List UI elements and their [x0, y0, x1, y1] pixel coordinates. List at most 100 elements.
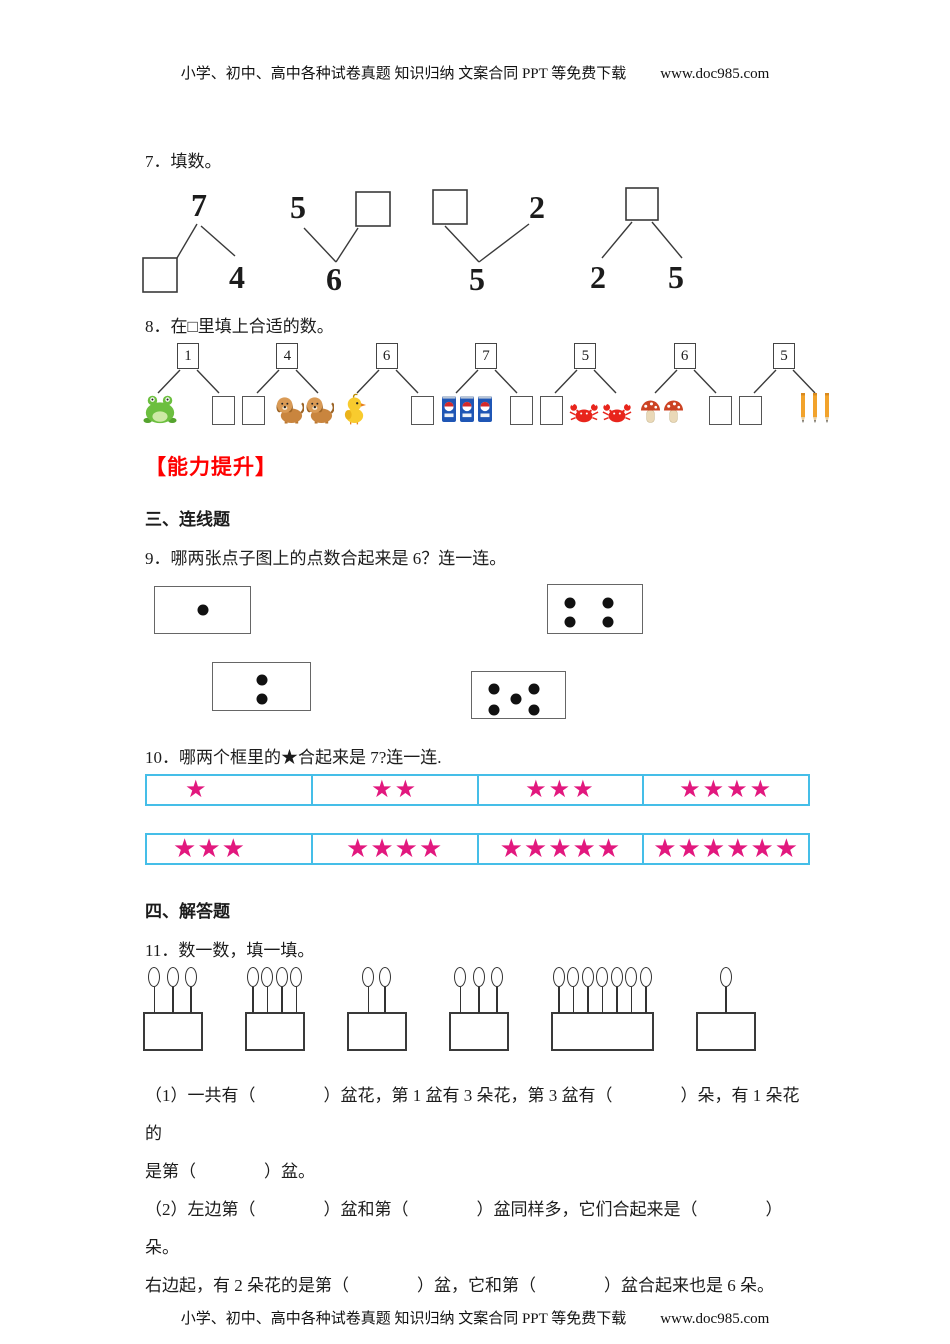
q7-bond-2: 5 6	[290, 189, 391, 294]
q7-bond-4: 2 5	[590, 187, 684, 294]
star-cell-4b[interactable]: ★★★★	[310, 833, 479, 865]
footer-site-url: www.doc985.com	[660, 1311, 770, 1327]
pencil-icon	[812, 393, 817, 423]
section-heading-ability: 【能力提升】	[145, 456, 277, 479]
dot-icon	[528, 704, 540, 716]
bond1-answer-box[interactable]	[142, 257, 178, 293]
cola-can-icon	[441, 396, 456, 422]
q7-bond-1: 7 4	[142, 187, 245, 294]
q11-questions: （1）一共有（ ）盆花，第 1 盆有 3 朵花，第 3 盆有（ ）朵，有 1 朵…	[145, 1077, 810, 1305]
q8-item-pencils: 5	[738, 343, 832, 425]
crab-icon	[569, 403, 599, 423]
dot-card-4[interactable]	[547, 584, 643, 634]
star-cell-1[interactable]: ★	[145, 774, 313, 806]
bond-line	[478, 223, 530, 263]
q11-line-3: （2）左边第（ ）盆和第（ ）盆同样多，它们合起来是（ ）朵。	[145, 1200, 783, 1257]
cola-can-icon	[477, 396, 492, 422]
q8-answer-box[interactable]	[212, 396, 235, 425]
q8-answer-box[interactable]	[540, 396, 564, 425]
pencil-icon	[800, 393, 805, 423]
dot-icon	[256, 674, 267, 686]
bond4-answer-box[interactable]	[625, 187, 659, 221]
bond3-answer-box[interactable]	[432, 189, 468, 225]
q8-answer-slot	[242, 391, 266, 425]
star-cell-4[interactable]: ★★★★	[642, 774, 810, 806]
bond-line	[651, 221, 683, 259]
cola-can-icon	[459, 396, 474, 422]
crab-icon	[602, 403, 632, 423]
q11-label: 11．数一数，填一填。	[145, 941, 315, 960]
bond-line	[601, 221, 633, 259]
star-icon: ★	[221, 834, 246, 863]
q7-label: 7．填数。	[145, 152, 222, 171]
mushroom-icon	[663, 400, 683, 423]
flower-icon	[261, 967, 274, 1013]
pot-group-3	[347, 967, 407, 1051]
flower-icon	[275, 967, 289, 1013]
bond4-bottom-right-number: 5	[668, 259, 684, 294]
bond2-answer-box[interactable]	[355, 191, 391, 227]
dot-icon	[602, 597, 614, 609]
bond-lines	[753, 369, 816, 394]
q8-answer-box[interactable]	[242, 396, 266, 425]
dot-icon	[564, 597, 576, 609]
star-cell-5b[interactable]: ★★★★★	[476, 833, 645, 865]
flower-icon	[596, 967, 609, 1013]
header-site-url: www.doc985.com	[660, 66, 770, 82]
q8-total-box: 7	[474, 343, 497, 369]
flowers	[143, 967, 203, 1013]
dot-card-1[interactable]	[154, 586, 251, 634]
star-icon: ★	[653, 834, 678, 863]
dot-icon	[528, 683, 540, 695]
q8-label: 8．在□里填上合适的数。	[145, 317, 334, 336]
dog-icon	[306, 397, 335, 424]
star-cell-6b[interactable]: ★★★★★★	[642, 833, 810, 865]
flower-icon	[454, 967, 467, 1013]
star-icon: ★	[394, 834, 419, 863]
dot-card-2[interactable]	[212, 662, 311, 711]
flower-icon	[472, 967, 486, 1013]
q8-right-items	[275, 391, 335, 425]
q10-star-table-bottom: ★★★ ★★★★ ★★★★★ ★★★★★★	[145, 833, 810, 865]
star-icon: ★	[749, 777, 774, 803]
bond1-bottom-right-number: 4	[229, 259, 245, 294]
q11-line-4: 右边起，有 2 朵花的是第（ ）盆，它和第（ ）盆合起来也是 6 朵。	[145, 1276, 774, 1295]
q8-total-box: 6	[375, 343, 398, 369]
star-icon: ★	[197, 834, 222, 863]
star-cell-3[interactable]: ★★★	[476, 774, 645, 806]
flower-icon	[246, 967, 260, 1013]
star-cell-2[interactable]: ★★	[310, 774, 479, 806]
bond-line	[200, 225, 236, 257]
pot-group-6	[696, 967, 756, 1051]
pot	[551, 1012, 654, 1051]
bond-line	[176, 223, 198, 259]
dot-icon	[564, 616, 576, 628]
header-text: 小学、初中、高中各种试卷真题 知识归纳 文案合同 PPT 等免费下载	[180, 66, 627, 82]
q8-answer-slot	[540, 391, 564, 425]
dot-icon	[510, 693, 522, 705]
flowers	[245, 967, 305, 1013]
dot-icon	[488, 683, 500, 695]
dot-icon	[197, 604, 208, 616]
q8-answer-box[interactable]	[509, 396, 533, 425]
q8-answer-box[interactable]	[738, 396, 762, 425]
q8-answer-box[interactable]	[708, 396, 732, 425]
flowers	[551, 967, 654, 1013]
q11-flower-pots	[143, 965, 810, 1051]
star-cell-3b[interactable]: ★★★	[145, 833, 313, 865]
pot	[696, 1012, 756, 1051]
dot-card-5[interactable]	[471, 671, 566, 719]
star-icon: ★	[370, 834, 395, 863]
q8-item-chick: 6	[341, 343, 435, 425]
bond2-bottom-number: 6	[326, 261, 342, 294]
q8-answer-slot	[738, 391, 762, 425]
page-header: 小学、初中、高中各种试卷真题 知识归纳 文案合同 PPT 等免费下载 www.do…	[0, 0, 950, 83]
star-icon: ★	[572, 834, 597, 863]
dot-icon	[256, 693, 267, 705]
frog-icon	[143, 395, 177, 424]
star-icon: ★	[418, 834, 444, 863]
q8-answer-slot	[509, 391, 533, 425]
q8-answer-box[interactable]	[410, 396, 434, 425]
q8-left-items	[640, 391, 684, 425]
